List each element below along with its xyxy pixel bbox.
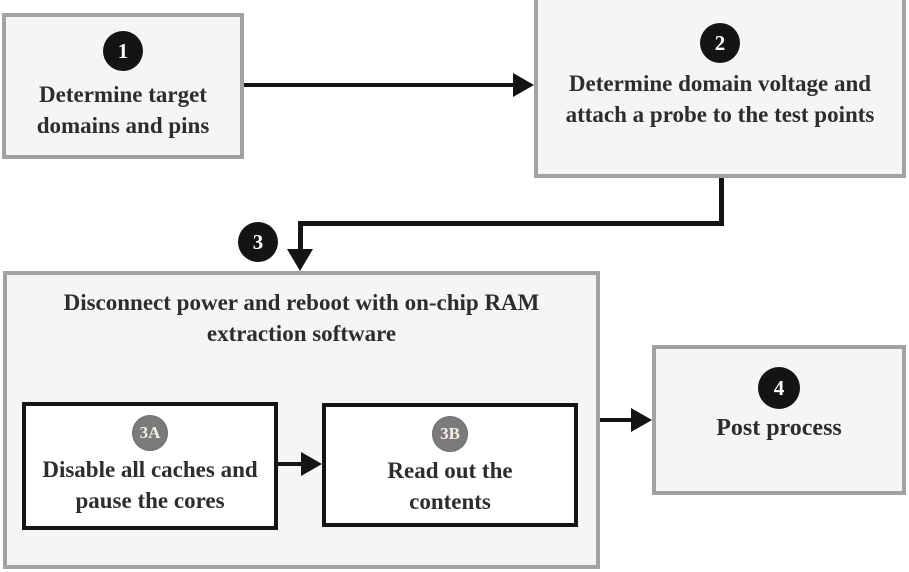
connector-step2-step3-vertical2 (298, 221, 303, 253)
step3-label: Disconnect power and reboot with on-chip… (63, 290, 540, 347)
arrow-step3a-step3b-head-icon (301, 452, 322, 476)
step2-label: Determine domain voltage and attach a pr… (565, 71, 875, 128)
step3-number: 3 (252, 229, 264, 254)
step1-label: Determine target domains and pins (36, 82, 210, 139)
step2-number: 2 (714, 30, 726, 55)
step4-number: 4 (773, 375, 785, 400)
node-step3a: 3A Disable all caches and pause the core… (22, 402, 278, 530)
step4-number-badge: 4 (758, 367, 800, 409)
arrow-step1-step2-head-icon (513, 73, 534, 97)
step2-number-badge: 2 (700, 23, 740, 63)
step3a-number: 3A (139, 423, 161, 442)
step3a-label: Disable all caches and pause the cores (42, 457, 258, 514)
arrow-step2-step3-head-icon (287, 249, 313, 271)
step3b-label: Read out the contents (387, 458, 513, 515)
step3a-number-badge: 3A (132, 415, 168, 451)
node-step1: 1 Determine target domains and pins (2, 13, 244, 159)
arrow-step3a-step3b-shaft (278, 462, 304, 466)
step1-number: 1 (117, 38, 129, 63)
connector-step2-step3-vertical1 (719, 178, 724, 226)
node-step2: 2 Determine domain voltage and attach a … (534, 0, 906, 178)
step3b-number: 3B (440, 424, 460, 443)
connector-step2-step3-horizontal (298, 221, 724, 226)
arrow-step3-step4-shaft (600, 418, 632, 422)
step3b-number-badge: 3B (432, 416, 468, 452)
arrow-step3-step4-head-icon (631, 408, 652, 432)
arrow-step1-step2-shaft (244, 83, 516, 87)
step3-number-badge: 3 (238, 222, 278, 262)
step4-label: Post process (716, 415, 842, 441)
step1-number-badge: 1 (103, 31, 143, 71)
node-step4: 4 Post process (652, 345, 906, 495)
node-step3b: 3B Read out the contents (322, 403, 578, 527)
